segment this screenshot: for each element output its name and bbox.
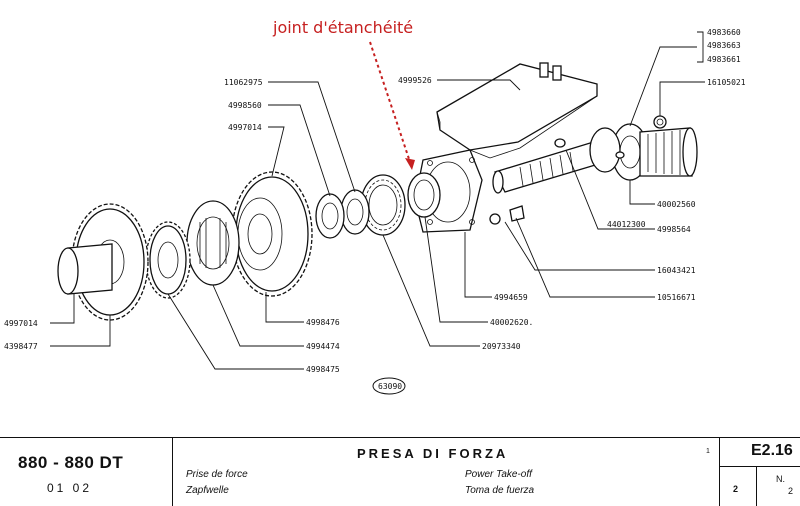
leader-4998475 [167, 293, 304, 370]
label-16043421: 16043421 [657, 266, 696, 275]
label-4997014-top: 4997014 [228, 123, 262, 132]
leader-4983660 [629, 31, 704, 127]
title-es: Toma de fuerza [465, 485, 535, 496]
leader-11062975 [268, 81, 356, 193]
divider [172, 438, 173, 506]
label-40002560: 40002560 [657, 200, 696, 209]
seal-annotation: joint d'étanchéité [273, 18, 414, 37]
leader-20973340 [382, 234, 480, 347]
label-4983660: 4983660 [707, 28, 741, 37]
oil-seal [407, 172, 441, 218]
label-4994659: 4994659 [494, 293, 528, 302]
leader-40002620 [424, 216, 488, 323]
model-name: 880 - 880 DT [18, 453, 124, 472]
leader-4994474 [212, 284, 304, 347]
leader-16105021 [659, 81, 705, 116]
n-label: N. [776, 474, 785, 484]
title-fr: Prise de force [186, 469, 248, 480]
label-4398477: 4398477 [4, 342, 38, 351]
label-11062975: 11062975 [224, 78, 263, 87]
label-20973340: 20973340 [482, 342, 521, 351]
small-gear [145, 221, 191, 299]
leader-4997014-top [268, 126, 285, 177]
leader-44012300-4998564 [565, 149, 655, 230]
spacer-rings [315, 189, 370, 239]
section-title: PRESA DI FORZA [357, 446, 509, 461]
annotation-arrow [369, 41, 415, 170]
leader-4997014-left [50, 294, 75, 324]
label-4983663: 4983663 [707, 41, 741, 50]
mark-1: 1 [706, 448, 710, 455]
bolt [653, 115, 667, 129]
large-gear [231, 171, 313, 297]
title-block: 880 - 880 DT 01 02 PRESA DI FORZA Prise … [0, 437, 800, 506]
label-10516671: 10516671 [657, 293, 696, 302]
drawing-number: 63090 [378, 382, 402, 391]
label-4998564: 4998564 [657, 225, 691, 234]
exploded-parts-diagram: 4983660 4983663 4983661 16105021 4999526… [4, 28, 746, 395]
label-4983661: 4983661 [707, 55, 741, 64]
leader-4398477 [50, 315, 111, 347]
leader-10516671 [515, 217, 655, 298]
main-shaft [492, 127, 625, 194]
title-en: Power Take-off [465, 469, 532, 480]
page-number: 2 [733, 484, 739, 494]
label-16105021: 16105021 [707, 78, 746, 87]
leader-4999526 [437, 79, 521, 91]
label-4998475: 4998475 [306, 365, 340, 374]
label-40002620: 40002620. [490, 318, 533, 327]
label-4999526: 4999526 [398, 76, 432, 85]
leader-16043421 [504, 221, 655, 271]
label-4997014-left: 4997014 [4, 319, 38, 328]
cover-plate [436, 62, 598, 159]
divider [719, 466, 800, 467]
leader-4998476 [265, 292, 304, 323]
model-years: 01 02 [47, 481, 93, 495]
divider [756, 466, 757, 506]
n-value: 2 [788, 486, 794, 496]
title-de: Zapfwelle [186, 485, 229, 496]
left-gear [57, 203, 149, 321]
drawing-number-badge: 63090 [372, 377, 406, 395]
label-4998560: 4998560 [228, 101, 262, 110]
leader-4998560 [268, 104, 331, 197]
leader-40002560 [629, 180, 655, 205]
label-44012300: 44012300 [607, 220, 646, 229]
output-flange [611, 123, 698, 181]
label-4998476: 4998476 [306, 318, 340, 327]
divider [719, 438, 720, 506]
label-4994474: 4994474 [306, 342, 340, 351]
leader-4994659 [464, 232, 492, 298]
small-bolts [489, 205, 525, 225]
sheet-number: E2.16 [751, 442, 793, 459]
sliding-sleeve [186, 200, 240, 286]
